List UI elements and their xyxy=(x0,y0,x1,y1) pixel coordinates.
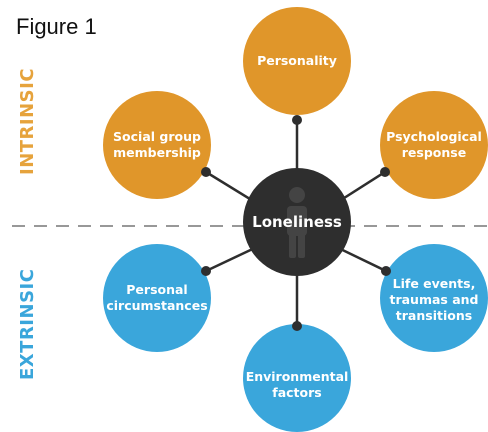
figure-title: Figure 1 xyxy=(16,14,97,39)
personal-label: Personal circumstances xyxy=(106,281,208,313)
intrinsic-label: INTRINSIC xyxy=(17,67,38,175)
dot-personal xyxy=(201,266,211,276)
life-events-label: Life events, traumas and transitions xyxy=(389,275,479,324)
social-group-label: Social group membership xyxy=(113,128,201,160)
node-personal xyxy=(103,244,211,352)
node-psychological xyxy=(380,91,488,199)
node-life-events xyxy=(380,244,488,352)
loneliness-label: Loneliness xyxy=(252,213,342,231)
dot-personality xyxy=(292,115,302,125)
dot-life-events xyxy=(381,266,391,276)
dot-environmental xyxy=(292,321,302,331)
environmental-label: Environmental factors xyxy=(245,368,349,400)
person-icon xyxy=(287,187,307,258)
node-environmental xyxy=(243,324,351,432)
node-personality xyxy=(243,7,351,115)
dot-social-group xyxy=(201,167,211,177)
dot-psychological xyxy=(380,167,390,177)
node-social-group xyxy=(103,91,211,199)
personality-label: Personality xyxy=(257,52,337,68)
extrinsic-label: EXTRINSIC xyxy=(17,268,38,380)
psychological-label: Psychological response xyxy=(386,128,482,160)
